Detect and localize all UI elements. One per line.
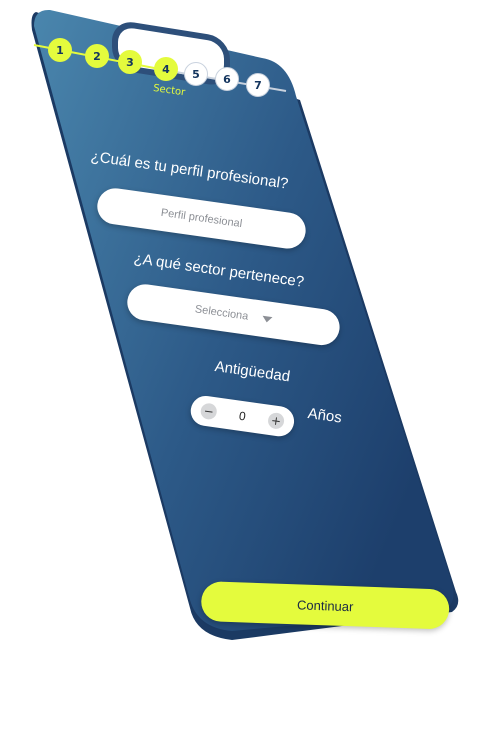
step-2[interactable]: 2 [85, 44, 109, 68]
step-3[interactable]: 3 [118, 50, 142, 74]
caret-down-icon [261, 315, 273, 324]
profile-placeholder: Perfil profesional [160, 206, 243, 231]
step-6[interactable]: 6 [215, 67, 239, 91]
plus-icon[interactable]: + [267, 411, 286, 430]
step-7[interactable]: 7 [246, 73, 270, 97]
step-1[interactable]: 1 [48, 38, 72, 62]
stepper-line [33, 44, 287, 92]
sector-placeholder: Selecciona [194, 303, 250, 323]
minus-icon[interactable]: − [199, 402, 218, 421]
step-5[interactable]: 5 [184, 62, 208, 86]
progress-stepper: 1 2 3 4 5 6 7 Sector [0, 0, 480, 120]
seniority-value: 0 [238, 408, 247, 424]
step-4[interactable]: 4 [154, 57, 178, 81]
